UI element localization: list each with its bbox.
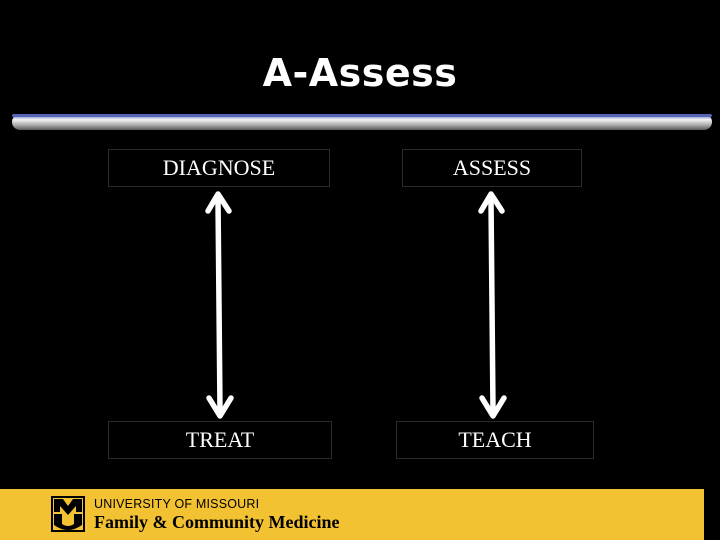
university-name: UNIVERSITY OF MISSOURI — [94, 497, 260, 511]
assess-label: ASSESS — [402, 149, 582, 187]
left-double-arrow — [205, 191, 234, 419]
footer-band — [0, 489, 704, 540]
right-double-arrow — [478, 191, 507, 419]
teach-label: TEACH — [396, 421, 594, 459]
treat-label: TREAT — [108, 421, 332, 459]
department-name: Family & Community Medicine — [94, 512, 340, 532]
slide-title: A-Assess — [262, 51, 458, 95]
footer-edge — [704, 489, 720, 540]
title-divider — [12, 114, 712, 130]
diagnose-label: DIAGNOSE — [108, 149, 330, 187]
title-band — [12, 0, 708, 112]
mu-logo-icon — [51, 496, 85, 532]
